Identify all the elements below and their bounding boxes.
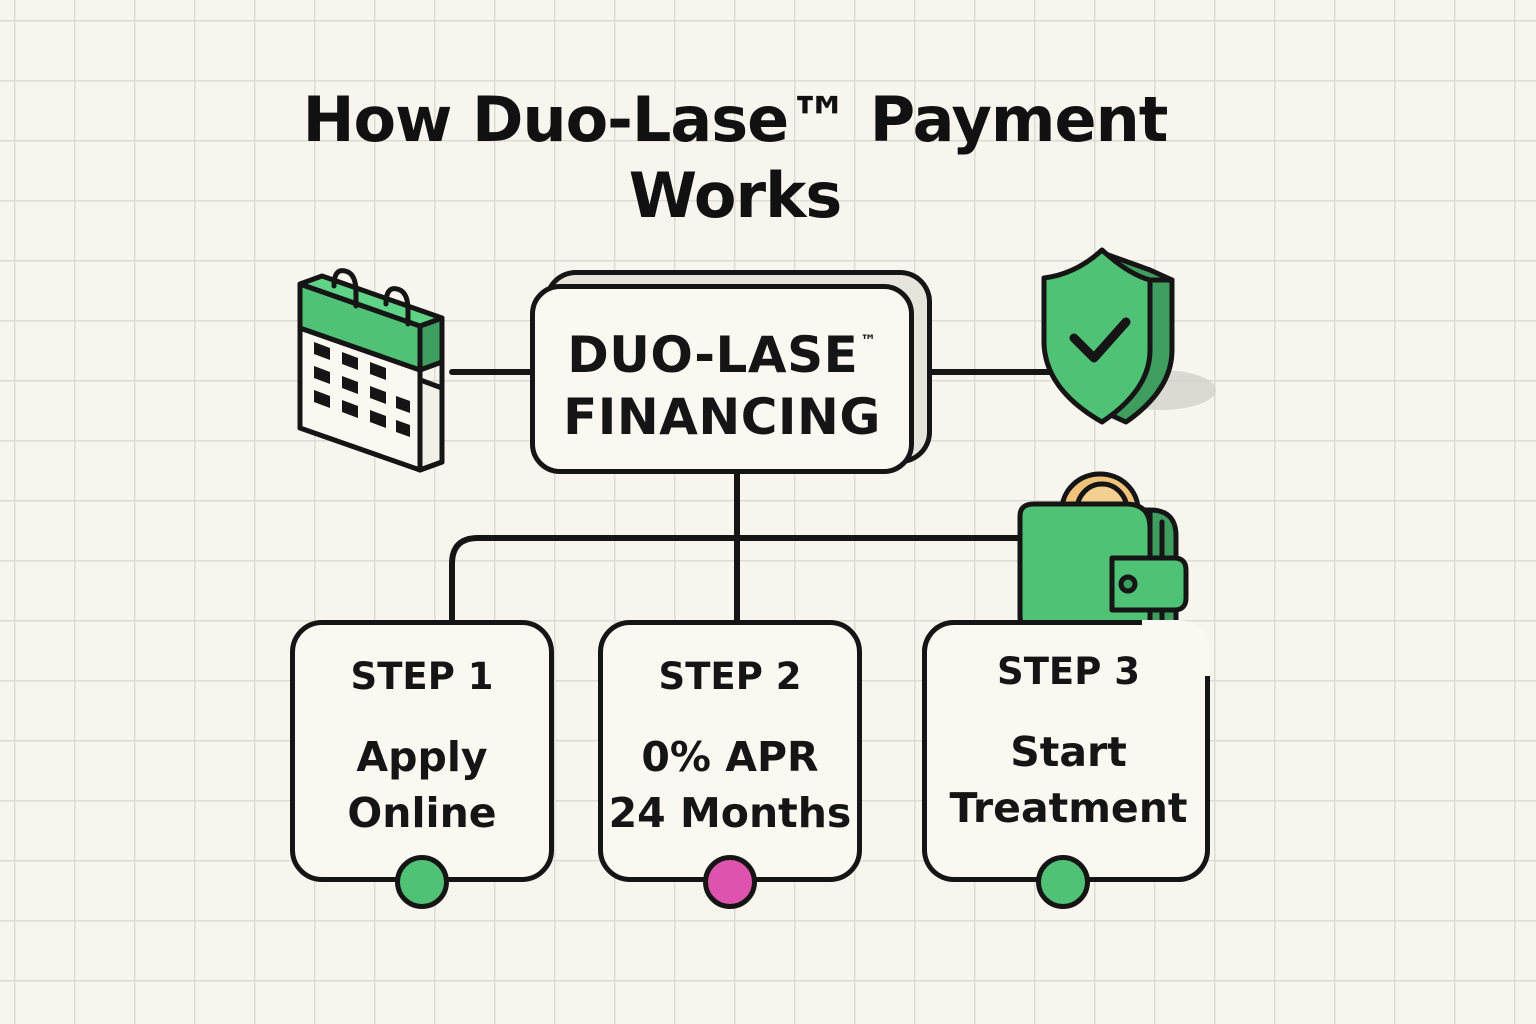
step-2-line-2: 24 Months <box>608 789 852 837</box>
step-1-line-2: Online <box>347 789 497 837</box>
step-2-text: 0% APR 24 Months <box>603 729 857 841</box>
step-3-line-1: Start <box>1010 728 1127 776</box>
title-line-2: Works <box>628 159 842 232</box>
connector-branch-left <box>449 535 740 623</box>
step-3-label: STEP 3 <box>997 650 1140 693</box>
step-1-dot <box>395 855 449 909</box>
title-line-1: How Duo-Lase™ Payment <box>302 83 1169 156</box>
step-2-label: STEP 2 <box>658 655 802 698</box>
step-1-text: Apply Online <box>295 729 549 841</box>
step-card-1: STEP 1 Apply Online <box>290 620 554 909</box>
step-2-dot <box>703 855 757 909</box>
step-1-label: STEP 1 <box>350 655 494 698</box>
calendar-icon <box>290 258 470 478</box>
step-2-line-1: 0% APR <box>641 733 819 781</box>
step-1-line-1: Apply <box>356 733 488 781</box>
financing-title-line-2: FINANCING <box>563 388 881 446</box>
step-3-text: Start Treatment <box>927 724 1210 836</box>
shield-check-icon <box>1030 240 1220 440</box>
step-card-3: STEP 3 Start Treatment <box>922 620 1210 909</box>
page-title: How Duo-Lase™ Payment Works <box>230 82 1240 234</box>
trademark-mark: ™ <box>860 331 877 350</box>
step-3-dot <box>1035 855 1090 909</box>
step-card-2: STEP 2 0% APR 24 Months <box>598 620 862 909</box>
step-3-line-2: Treatment <box>949 784 1188 832</box>
